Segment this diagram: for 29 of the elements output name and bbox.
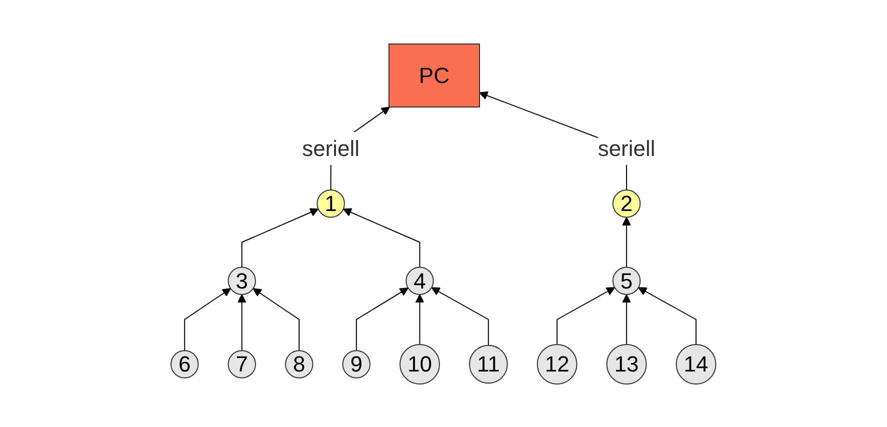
node-circle: 1 — [316, 189, 346, 218]
arrow — [238, 294, 246, 351]
node-circle: 12 — [536, 344, 578, 384]
arrow — [184, 288, 232, 351]
arrow — [556, 286, 616, 344]
arrow — [431, 286, 490, 346]
arrow — [622, 294, 632, 344]
node-circle: 6 — [170, 350, 199, 378]
node-circle: 8 — [285, 350, 314, 378]
node-circle: 14 — [676, 344, 716, 384]
edge-label: seriell — [598, 136, 656, 160]
arrow — [241, 208, 319, 268]
node-circle: 4 — [406, 266, 434, 294]
node-circle: 11 — [469, 344, 508, 384]
node-circle: 2 — [612, 189, 641, 218]
node-circle: 13 — [606, 344, 647, 384]
arrow — [343, 208, 420, 268]
edge-label: seriell — [302, 136, 360, 160]
arrow — [638, 286, 697, 344]
arrow — [356, 287, 409, 351]
node-box: PC — [388, 43, 480, 107]
arrow — [415, 294, 424, 344]
node-circle: 5 — [612, 266, 641, 294]
arrow — [622, 216, 632, 268]
arrow — [252, 288, 300, 351]
node-circle: 9 — [342, 350, 371, 378]
node-circle: 7 — [228, 350, 256, 378]
node-circle: 3 — [228, 266, 256, 294]
node-circle: 10 — [400, 344, 440, 384]
